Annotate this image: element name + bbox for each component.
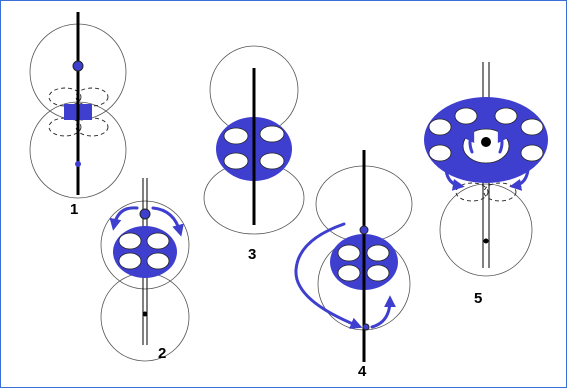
vesicle <box>366 264 390 282</box>
upper-knob <box>72 60 84 72</box>
upper-knob <box>139 208 151 220</box>
vesicle <box>494 107 518 125</box>
stage-label: 1 <box>70 201 78 218</box>
dashed-vesicle <box>48 117 82 137</box>
dashed-vesicle <box>75 87 109 107</box>
small-arrow <box>370 295 396 329</box>
stage-1: 1 <box>29 12 127 218</box>
vesicle <box>520 144 544 162</box>
vesicle <box>366 244 390 262</box>
vesicle <box>520 118 544 136</box>
dashed-vesicle <box>48 87 82 107</box>
lower-cell-outline <box>100 272 190 362</box>
stage-label: 3 <box>248 246 256 263</box>
dashed-vesicle <box>483 182 517 202</box>
vesicle <box>428 144 452 162</box>
stage-label: 4 <box>358 363 367 380</box>
vesicle <box>337 244 361 262</box>
inner-arrow-left <box>463 129 475 154</box>
vesicle <box>118 232 142 250</box>
vesicle <box>223 152 249 170</box>
vesicle <box>118 252 142 270</box>
vesicle <box>223 127 249 145</box>
stage-5: 5 <box>424 62 548 307</box>
central-knob <box>481 137 491 147</box>
vesicle <box>146 252 170 270</box>
vesicle <box>428 118 452 136</box>
stage-label: 2 <box>158 345 166 362</box>
lower-knob <box>75 161 81 167</box>
outer-arrow-right <box>509 168 530 191</box>
rotation-arrow-right <box>151 206 184 237</box>
tissue-mass <box>113 226 177 278</box>
vesicle <box>146 232 170 250</box>
lower-cell-outline <box>439 183 533 277</box>
vesicle <box>259 152 285 170</box>
upper-cell-outline <box>100 200 190 290</box>
stage-4: 4 <box>294 150 413 380</box>
lower-knob <box>142 311 148 317</box>
upper-knob <box>359 225 369 235</box>
inner-arrow-right <box>497 129 509 154</box>
stage-2: 2 <box>100 178 190 362</box>
dashed-vesicle <box>455 182 489 202</box>
stage-label: 5 <box>474 290 482 307</box>
vesicle <box>259 125 285 143</box>
large-swing-arrow <box>294 222 363 329</box>
lower-knob <box>362 323 370 331</box>
outer-arrow-left <box>444 168 465 191</box>
lower-knob <box>483 238 489 244</box>
stage-3: 3 <box>203 45 305 263</box>
vesicle <box>454 107 478 125</box>
vesicle <box>337 264 361 282</box>
rotation-arrow-left <box>109 206 139 231</box>
